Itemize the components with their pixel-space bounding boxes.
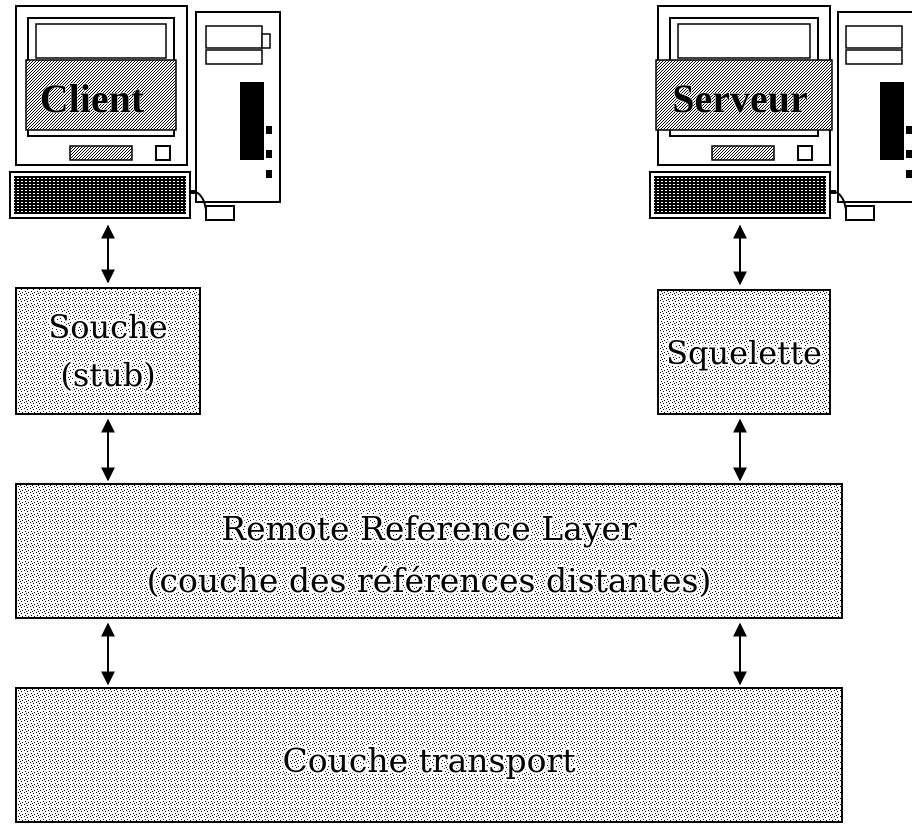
transport-label: Couche transport (282, 741, 575, 780)
stub-box (15, 287, 201, 415)
stub-label: Souche (48, 308, 167, 346)
server-label: Serveur (672, 76, 808, 121)
server-computer-icon (649, 5, 912, 221)
client-label: Client (40, 76, 145, 121)
skeleton-label: Squelette (666, 334, 822, 372)
skeleton-box (657, 289, 831, 415)
rrl-label: Remote Reference Layer (221, 509, 637, 548)
stub-sublabel: (stub) (60, 356, 155, 394)
rrl-sublabel: (couche des références distantes) (147, 561, 712, 600)
client-computer-icon (9, 5, 281, 221)
transport-layer-box (15, 687, 843, 823)
remote-reference-layer-box (15, 483, 843, 619)
